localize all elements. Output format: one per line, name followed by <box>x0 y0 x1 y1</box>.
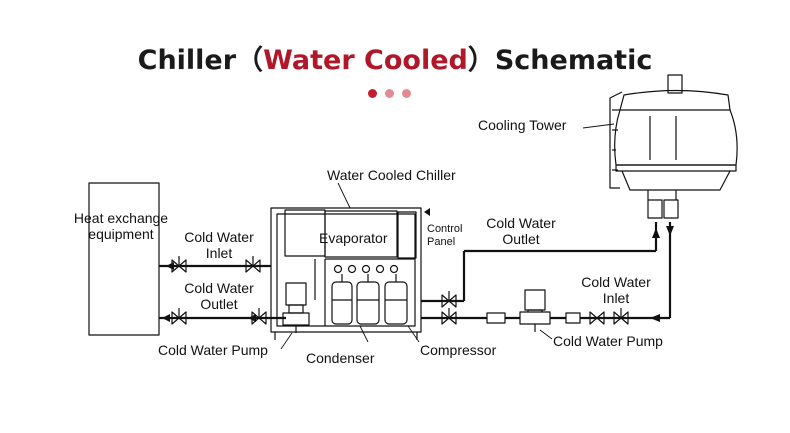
right-flow-arrows <box>424 208 674 322</box>
evaporator-label: Evaporator <box>319 230 388 246</box>
right-pump <box>519 289 551 332</box>
leader-lines <box>280 123 615 350</box>
left-valves <box>171 256 267 325</box>
cooling-tower <box>609 74 738 200</box>
arrow-up-outlet <box>652 228 660 238</box>
control-panel-label: Control Panel <box>427 223 462 249</box>
valve-left-inlet-1 <box>171 259 187 273</box>
title-dot-2 <box>385 89 394 98</box>
control-panel <box>397 211 417 259</box>
left-outlet-line-2: Outlet <box>200 296 238 312</box>
left-pump-label: Cold Water Pump <box>158 342 268 358</box>
flex-joints <box>486 199 679 324</box>
heat-exchange-label: Heat exchange equipment <box>62 210 180 242</box>
tower-ladder <box>609 91 623 189</box>
left-outlet-label: Cold Water Outlet <box>177 280 261 312</box>
control-panel-pointer <box>424 208 430 216</box>
page-title: Chiller（Water Cooled）Schematic <box>0 38 790 77</box>
right-inlet-line-1: Cold Water <box>581 274 651 290</box>
tower-fan-motor <box>667 74 683 94</box>
title-dot-3 <box>402 89 411 98</box>
chiller-unit <box>270 207 422 340</box>
cooling-tower-label: Cooling Tower <box>478 117 567 133</box>
right-outlet-line-2: Outlet <box>502 231 540 247</box>
valve-left-outlet-2 <box>251 311 267 325</box>
arrow-down-inlet <box>666 226 674 236</box>
left-inlet-label: Cold Water Inlet <box>177 229 261 261</box>
right-inlet-label: Cold Water Inlet <box>574 274 658 306</box>
title-suffix: ）Schematic <box>467 45 653 76</box>
arrow-left-inlet <box>166 262 174 270</box>
left-outlet-line-1: Cold Water <box>184 280 254 296</box>
left-inlet-line-2: Inlet <box>205 245 233 261</box>
arrow-right-inlet <box>650 314 660 322</box>
left-inlet-line-1: Cold Water <box>184 229 254 245</box>
right-outlet-label: Cold Water Outlet <box>479 215 563 247</box>
tower-basin-rim <box>615 164 737 172</box>
heat-exchange-box <box>88 182 160 336</box>
left-pump <box>282 282 310 333</box>
right-inlet-line-2: Inlet <box>602 290 630 306</box>
title-dot-1 <box>368 89 377 98</box>
valve-left-inlet-2 <box>245 259 261 273</box>
right-valves <box>441 291 629 325</box>
title-highlight: Water Cooled <box>263 45 468 76</box>
arrow-left-outlet <box>162 314 170 322</box>
control-panel-line-1: Control <box>427 223 463 235</box>
title-prefix: Chiller（ <box>137 45 264 76</box>
condenser-label: Condenser <box>306 350 375 366</box>
tower-basin <box>621 170 731 191</box>
valve-left-outlet-1 <box>171 311 187 325</box>
compressors <box>331 274 408 325</box>
chiller-label: Water Cooled Chiller <box>327 167 456 183</box>
control-panel-line-2: Panel <box>427 236 456 248</box>
right-outlet-line-1: Cold Water <box>486 215 556 231</box>
gauges <box>333 264 399 274</box>
tower-top <box>619 89 731 111</box>
heat-exchange-line-1: Heat exchange <box>73 210 169 226</box>
heat-exchange-line-2: equipment <box>88 226 154 242</box>
right-pump-label: Cold Water Pump <box>553 333 663 349</box>
compressor-label: Compressor <box>420 342 497 358</box>
